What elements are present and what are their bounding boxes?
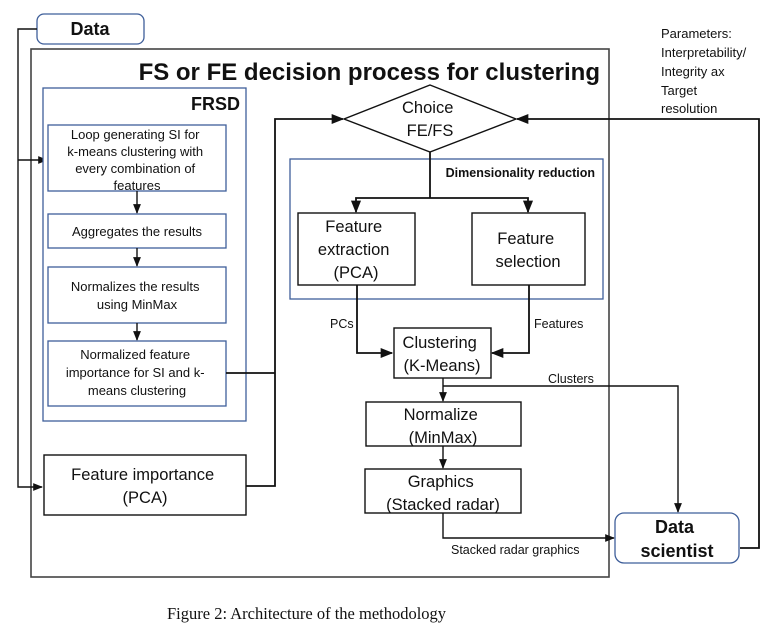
parameters-text: Parameters: Interpretability/ Integrity … <box>661 26 750 116</box>
clustering-box <box>393 327 492 379</box>
choice-diamond <box>342 84 518 153</box>
edge-label-features: Features <box>534 317 583 331</box>
data-node-label: Data <box>70 19 110 39</box>
normalize-box <box>365 401 522 447</box>
feature-extraction-box <box>297 212 416 286</box>
frsd-step-aggregate-text: Aggregates the results <box>72 224 203 239</box>
edge-clusters-to-data-scientist <box>443 385 682 513</box>
feature-importance-pca-text: Feature importance (PCA) <box>71 466 219 507</box>
graphics-box <box>364 468 522 514</box>
dimensionality-reduction-title: Dimensionality reduction <box>446 166 595 180</box>
feature-selection-text: Feature selection <box>495 230 560 271</box>
data-scientist-node <box>614 512 740 564</box>
figure-caption: Figure 2: Architecture of the methodolog… <box>167 604 447 623</box>
frsd-step-normalized-importance <box>47 340 227 407</box>
frsd-title: FRSD <box>191 94 240 114</box>
edge-graphics-to-data-scientist <box>442 513 615 542</box>
edge-label-clusters: Clusters <box>548 372 594 386</box>
edge-feature-importance-to-choice <box>246 113 345 487</box>
choice-text: Choice FE/FS <box>402 99 458 140</box>
graphics-text: Graphics (Stacked radar) <box>386 473 500 514</box>
normalize-text: Normalize (MinMax) <box>404 406 483 447</box>
frsd-step-normalized-importance-text: Normalized feature importance for SI and… <box>66 347 208 398</box>
frsd-step-aggregate <box>47 213 227 249</box>
edge-label-pcs: PCs <box>330 317 354 331</box>
edge-selection-to-clustering <box>490 285 530 359</box>
process-title: FS or FE decision process for clustering <box>139 59 600 86</box>
feature-importance-pca-box <box>43 454 247 516</box>
edge-extraction-to-clustering <box>356 285 394 359</box>
clustering-text: Clustering (K-Means) <box>403 334 482 375</box>
frsd-step-normalize <box>47 266 227 324</box>
edge-label-stacked-radar-graphics: Stacked radar graphics <box>451 543 580 557</box>
process-container <box>30 48 610 578</box>
data-scientist-text: Data scientist <box>640 517 713 561</box>
feature-extraction-text: Feature extraction (PCA) <box>318 218 394 282</box>
feature-selection-box <box>471 212 586 286</box>
frsd-step-normalize-text: Normalizes the results using MinMax <box>71 279 203 312</box>
edge-data-to-feature-importance <box>17 28 43 491</box>
edge-data-scientist-to-choice <box>515 113 760 549</box>
frsd-step-loop-text: Loop generating SI for k-means clusterin… <box>67 127 206 193</box>
